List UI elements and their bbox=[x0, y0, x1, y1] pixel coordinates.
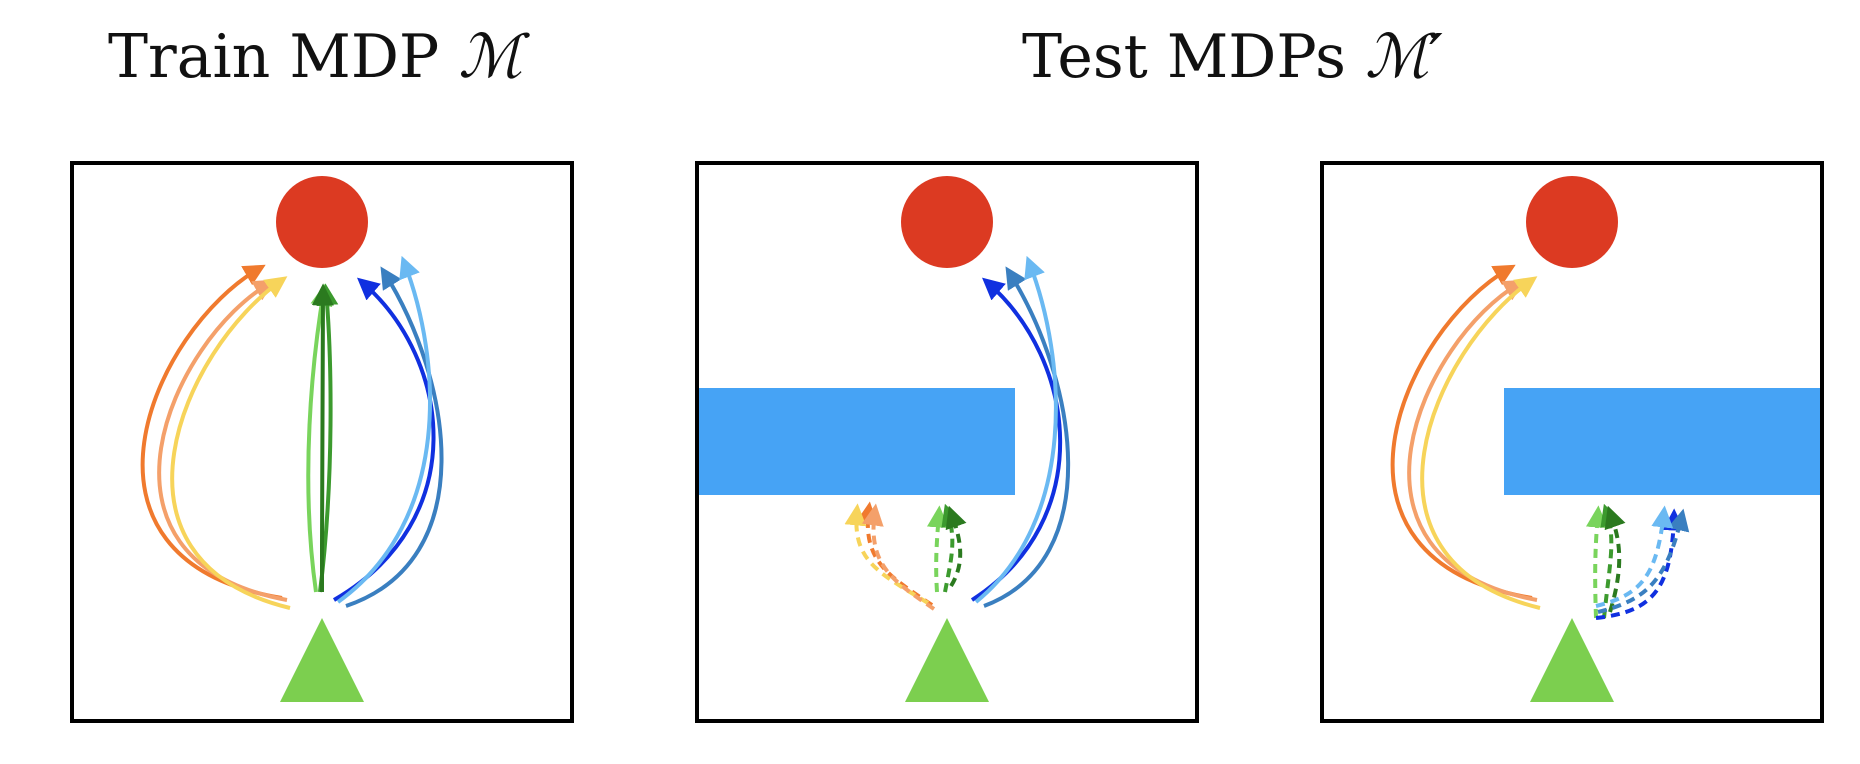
path-arrow bbox=[1390, 264, 1533, 600]
wall-obstacle bbox=[699, 388, 1015, 495]
path-arrow bbox=[170, 276, 291, 610]
path-arrow bbox=[332, 277, 436, 602]
path-arrow bbox=[1600, 503, 1622, 619]
start-triangle bbox=[905, 618, 989, 702]
train-title: Train MDP ℳ bbox=[108, 22, 523, 92]
test-panel-2 bbox=[1320, 161, 1824, 723]
path-arrow bbox=[970, 277, 1063, 602]
path-arrow bbox=[1585, 505, 1608, 619]
path-arrow bbox=[336, 255, 432, 604]
test-panel-1 bbox=[695, 161, 1199, 723]
train-panel bbox=[70, 161, 574, 723]
path-arrow bbox=[1420, 276, 1541, 610]
path-arrow bbox=[974, 255, 1058, 604]
test-title: Test MDPs ℳ′ bbox=[1022, 22, 1443, 92]
path-arrow bbox=[140, 264, 283, 600]
path-arrow bbox=[345, 266, 444, 608]
train-title-text: Train MDP bbox=[108, 22, 440, 92]
goal-circle bbox=[901, 176, 993, 268]
test-title-symbol: ℳ′ bbox=[1365, 22, 1443, 92]
test-title-text: Test MDPs bbox=[1022, 22, 1346, 92]
train-title-symbol: ℳ bbox=[458, 22, 523, 92]
path-arrow bbox=[1604, 505, 1626, 613]
wall-obstacle bbox=[1504, 388, 1820, 495]
goal-circle bbox=[1526, 176, 1618, 268]
path-arrow bbox=[983, 266, 1071, 608]
path-arrow bbox=[1597, 508, 1690, 614]
start-triangle bbox=[1530, 618, 1614, 702]
path-arrow bbox=[1595, 505, 1674, 608]
path-arrow bbox=[306, 283, 333, 593]
path-arrow bbox=[844, 503, 930, 605]
path-arrow bbox=[926, 505, 949, 593]
path-arrow bbox=[311, 283, 334, 593]
path-arrow bbox=[1595, 508, 1685, 620]
path-arrow bbox=[861, 503, 936, 611]
path-arrow bbox=[316, 283, 339, 593]
path-arrow bbox=[945, 505, 967, 588]
start-triangle bbox=[280, 618, 364, 702]
goal-circle bbox=[276, 176, 368, 268]
